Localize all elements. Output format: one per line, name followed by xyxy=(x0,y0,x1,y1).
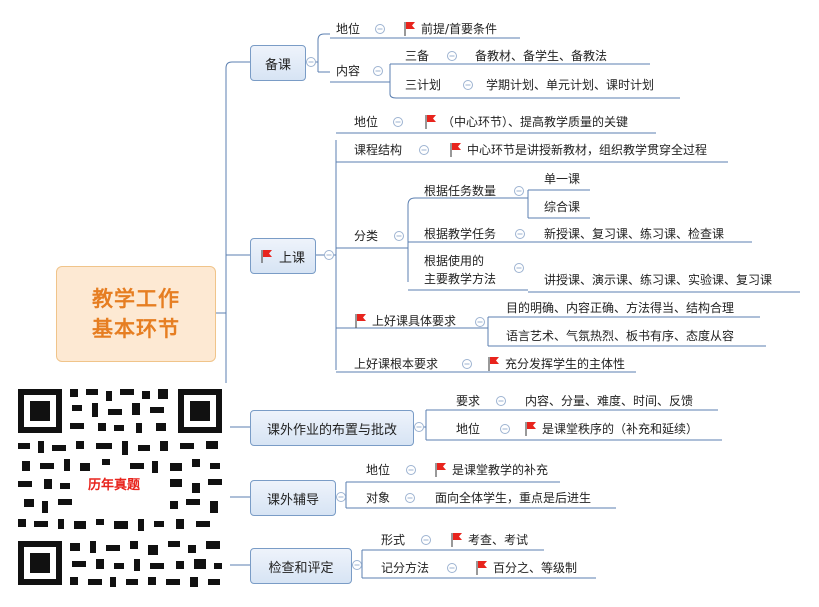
branch-label: 检查和评定 xyxy=(268,560,334,576)
node-label: 三备 xyxy=(405,49,430,63)
node-value: 新授课、复习课、练习课、检查课 xyxy=(544,227,725,241)
root-node[interactable]: 教学工作 基本环节 xyxy=(56,266,216,362)
node-label: 地位 xyxy=(456,422,481,436)
flag-icon xyxy=(451,533,462,547)
branch-label: 备课 xyxy=(264,57,291,73)
flag-icon xyxy=(355,314,366,328)
node-value: 目的明确、内容正确、方法得当、结构合理 xyxy=(506,301,735,315)
node-label: 要求 xyxy=(456,394,481,408)
node-value: 学期计划、单元计划、课时计划 xyxy=(486,78,655,92)
node-label: 三计划 xyxy=(405,78,442,92)
flag-icon xyxy=(525,422,536,436)
node-value: 百分之、等级制 xyxy=(493,561,578,575)
root-title-line1: 教学工作 xyxy=(92,287,180,311)
flag-icon xyxy=(450,143,461,157)
node-value: 充分发挥学生的主体性 xyxy=(505,357,626,371)
flag-icon xyxy=(476,561,487,575)
node-label: 上好课根本要求 xyxy=(354,357,439,371)
branch-label: 课外辅导 xyxy=(266,492,319,508)
node-label: 地位 xyxy=(336,22,361,36)
node-value: 语言艺术、气氛热烈、板书有序、态度从容 xyxy=(506,329,735,343)
flag-icon xyxy=(425,115,436,129)
node-value: 是课堂教学的补充 xyxy=(452,463,549,477)
node-label: 课程结构 xyxy=(354,143,403,157)
node-label: 形式 xyxy=(381,533,406,547)
node-label: 内容 xyxy=(336,64,361,78)
branch-homework[interactable]: 课外作业的布置与批改 xyxy=(250,410,414,446)
node-value: 综合课 xyxy=(544,200,581,214)
branch-tutoring[interactable]: 课外辅导 xyxy=(250,480,336,516)
node-value: 备教材、备学生、备教法 xyxy=(475,49,608,63)
flag-icon xyxy=(435,463,446,477)
branch-evaluation[interactable]: 检查和评定 xyxy=(250,548,352,584)
node-label: 地位 xyxy=(354,115,379,129)
node-value: 考查、考试 xyxy=(468,533,529,547)
node-label: 根据教学任务 xyxy=(424,227,497,241)
node-value: 中心环节是讲授新教材，组织教学贯穿全过程 xyxy=(467,143,708,157)
node-label: 记分方法 xyxy=(381,561,430,575)
node-label: 对象 xyxy=(366,491,391,505)
node-value: 是课堂秩序的（补充和延续） xyxy=(542,422,699,436)
qr-caption: 历年真题 xyxy=(86,477,143,495)
node-value: 面向全体学生，重点是后进生 xyxy=(435,491,592,505)
node-label: 上好课具体要求 xyxy=(372,314,457,328)
branch-lesson-prep[interactable]: 备课 xyxy=(250,45,306,81)
node-label: 根据任务数量 xyxy=(424,184,497,198)
flag-icon xyxy=(488,357,499,371)
branch-label: 课外作业的布置与批改 xyxy=(266,422,397,438)
node-value: 前提/首要条件 xyxy=(421,22,498,36)
node-label: 地位 xyxy=(366,463,391,477)
node-value: （中心环节）、提高教学质量的关键 xyxy=(442,115,629,129)
node-label: 分类 xyxy=(354,229,379,243)
root-title-line2: 基本环节 xyxy=(92,317,180,341)
node-value: 单一课 xyxy=(544,172,581,186)
node-label: 根据使用的 xyxy=(424,254,485,268)
flag-icon xyxy=(404,22,415,36)
node-value: 内容、分量、难度、时间、反馈 xyxy=(525,394,694,408)
node-label: 主要教学方法 xyxy=(424,272,497,286)
branch-label: 上课 xyxy=(278,250,305,266)
node-value: 讲授课、演示课、练习课、实验课、复习课 xyxy=(544,273,773,287)
flag-icon xyxy=(261,250,272,263)
branch-class[interactable]: 上课 xyxy=(250,238,316,274)
